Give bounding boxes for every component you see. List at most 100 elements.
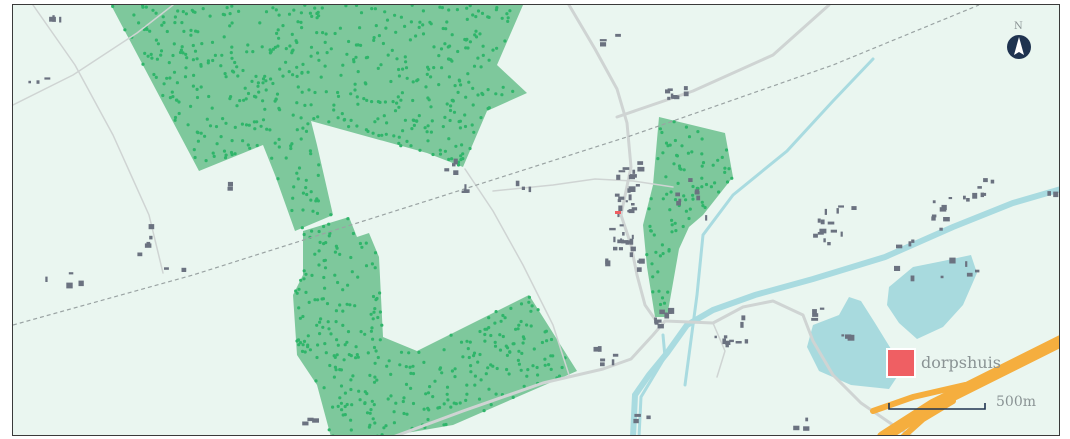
dorpshuis-marker[interactable]: [886, 348, 916, 378]
tree-dot: [665, 192, 669, 196]
tree-dot: [486, 366, 490, 370]
tree-dot: [304, 129, 309, 133]
tree-dot: [175, 81, 179, 85]
tree-dot: [393, 109, 398, 113]
tree-dot: [144, 5, 148, 9]
tree-dot: [295, 101, 299, 105]
place-label[interactable]: dorpshuis: [921, 353, 1001, 372]
building: [227, 186, 233, 191]
tree-dot: [386, 53, 390, 57]
tree-dot: [389, 394, 393, 398]
tree-dot: [372, 345, 377, 350]
building: [515, 180, 520, 187]
tree-dot: [333, 31, 337, 36]
building: [600, 358, 606, 362]
tree-dot: [315, 31, 319, 35]
tree-dot: [343, 391, 347, 395]
tree-dot: [426, 139, 430, 143]
tree-dot: [199, 64, 203, 68]
map-canvas[interactable]: [13, 5, 1060, 436]
tree-dot: [704, 182, 709, 187]
tree-dot: [154, 11, 158, 15]
tree-dot: [445, 392, 449, 396]
tree-dot: [259, 124, 263, 128]
tree-dot: [290, 49, 294, 53]
tree-dot: [300, 26, 304, 30]
tree-dot: [677, 164, 682, 168]
tree-dot: [661, 151, 665, 155]
tree-dot: [423, 126, 427, 130]
tree-dot: [191, 58, 195, 62]
tree-dot: [432, 45, 436, 49]
building: [528, 186, 532, 193]
building: [302, 421, 309, 426]
tree-dot: [339, 401, 343, 405]
tree-dot: [322, 242, 326, 246]
tree-dot: [675, 153, 679, 157]
tree-dot: [243, 86, 247, 90]
tree-dot: [482, 409, 486, 413]
building: [521, 186, 525, 190]
tree-dot: [173, 118, 177, 122]
tree-dot: [469, 364, 473, 368]
tree-dot: [269, 77, 273, 81]
tree-dot: [248, 146, 252, 150]
tree-dot: [449, 333, 453, 337]
tree-dot: [162, 82, 166, 86]
tree-dot: [440, 66, 444, 70]
tree-dot: [318, 320, 322, 324]
tree-dot: [508, 9, 512, 13]
tree-dot: [379, 63, 383, 67]
tree-dot: [660, 243, 665, 247]
north-arrow[interactable]: [1007, 35, 1031, 59]
tree-dot: [691, 184, 695, 189]
tree-dot: [364, 241, 368, 245]
tree-dot: [389, 372, 393, 376]
tree-dot: [313, 252, 317, 256]
building: [963, 195, 966, 200]
building: [312, 418, 319, 423]
tree-dot: [256, 81, 260, 85]
building: [678, 198, 682, 202]
tree-dot: [265, 127, 269, 131]
tree-dot: [305, 192, 309, 197]
tree-dot: [247, 123, 251, 127]
tree-dot: [418, 20, 422, 24]
tree-dot: [409, 371, 413, 375]
tree-dot: [332, 354, 336, 358]
highway: [870, 335, 1059, 435]
tree-dot: [498, 348, 503, 352]
tree-dot: [691, 193, 695, 197]
building: [939, 227, 943, 231]
building: [943, 217, 950, 222]
tree-dot: [450, 33, 454, 37]
tree-dot: [525, 323, 529, 327]
tree-dot: [316, 173, 320, 177]
tree-dot: [211, 151, 215, 155]
tree-dot: [251, 50, 255, 54]
tree-dot: [417, 350, 421, 354]
tree-dot: [323, 342, 327, 346]
tree-dot: [668, 143, 672, 147]
tree-dot: [215, 142, 219, 146]
tree-dot: [481, 92, 485, 97]
tree-dot: [407, 351, 411, 355]
tree-dot: [484, 372, 488, 376]
tree-dot: [303, 350, 307, 354]
tree-dot: [506, 16, 510, 20]
tree-dot: [399, 98, 403, 102]
tree-dot: [152, 72, 156, 77]
rivers: [630, 57, 1059, 435]
tree-dot: [669, 190, 673, 194]
road-northwest: [32, 5, 164, 274]
tree-dot: [399, 350, 404, 354]
tree-dot: [287, 12, 292, 16]
building: [164, 267, 169, 270]
tree-dot: [365, 98, 369, 102]
tree-dot: [458, 401, 462, 405]
tree-dot: [651, 290, 655, 294]
map-frame[interactable]: dorpshuis N 500m: [12, 4, 1060, 436]
tree-dot: [301, 191, 305, 195]
tree-dot: [455, 8, 459, 12]
tree-dot: [295, 74, 299, 78]
